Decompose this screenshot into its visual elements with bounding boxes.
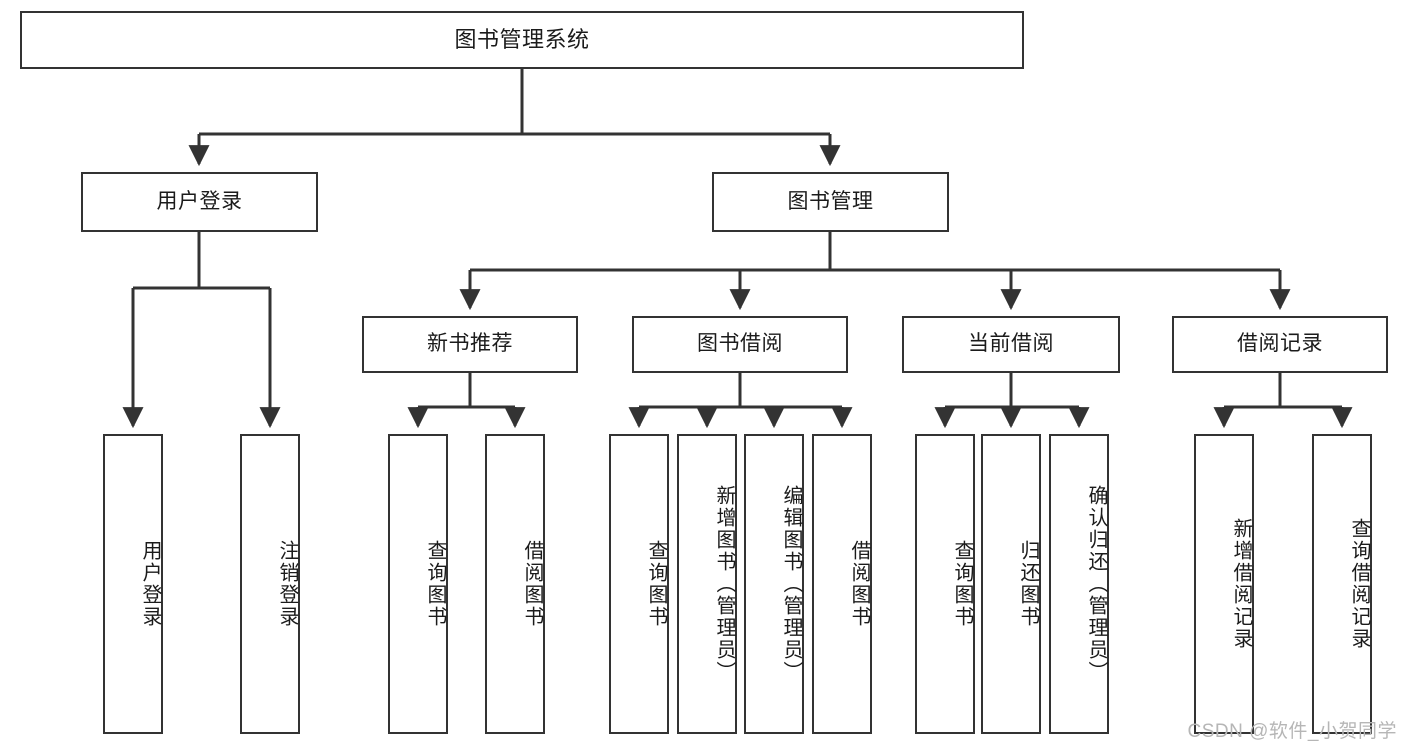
- node-leaf-user-login[interactable]: 用户登录: [103, 434, 163, 734]
- node-leaf-add-book[interactable]: 新增图书（管理员）: [677, 434, 737, 734]
- node-label: 新书推荐: [427, 332, 513, 356]
- node-current-borrow[interactable]: 当前借阅: [902, 316, 1120, 373]
- node-label: 用户登录: [156, 189, 243, 213]
- node-book-borrow[interactable]: 图书借阅: [632, 316, 848, 373]
- node-leaf-query-book-borrow[interactable]: 查询图书: [609, 434, 669, 734]
- node-label: 查询借阅记录: [1348, 518, 1370, 650]
- node-label: 图书管理: [787, 189, 874, 213]
- node-leaf-borrow-book[interactable]: 借阅图书: [812, 434, 872, 734]
- csdn-watermark: CSDN @软件_小贺同学: [1187, 721, 1397, 742]
- node-leaf-confirm-return[interactable]: 确认归还（管理员）: [1049, 434, 1109, 734]
- node-label: 注销登录: [276, 540, 298, 628]
- node-leaf-edit-book[interactable]: 编辑图书（管理员）: [744, 434, 804, 734]
- node-leaf-add-borrow-record[interactable]: 新增借阅记录: [1194, 434, 1254, 734]
- node-leaf-logout-login[interactable]: 注销登录: [240, 434, 300, 734]
- node-book-manage[interactable]: 图书管理: [712, 172, 949, 232]
- node-label: 新增图书（管理员）: [713, 485, 735, 683]
- node-label: 借阅记录: [1237, 332, 1323, 356]
- node-label: 借阅图书: [848, 540, 870, 628]
- node-leaf-return-book[interactable]: 归还图书: [981, 434, 1041, 734]
- node-label: 查询图书: [645, 540, 667, 628]
- node-user-login[interactable]: 用户登录: [81, 172, 318, 232]
- node-leaf-query-borrow-record[interactable]: 查询借阅记录: [1312, 434, 1372, 734]
- node-label: 当前借阅: [968, 332, 1054, 356]
- node-label: 用户登录: [139, 540, 161, 628]
- node-book-management-system[interactable]: 图书管理系统: [20, 11, 1024, 69]
- node-label: 图书管理系统: [454, 27, 590, 53]
- node-leaf-query-book-recommend[interactable]: 查询图书: [388, 434, 448, 734]
- node-label: 编辑图书（管理员）: [780, 485, 802, 683]
- node-label: 查询图书: [424, 540, 446, 628]
- node-label: 查询图书: [951, 540, 973, 628]
- node-label: 归还图书: [1017, 540, 1039, 628]
- node-new-book-recommend[interactable]: 新书推荐: [362, 316, 578, 373]
- node-leaf-query-book-current[interactable]: 查询图书: [915, 434, 975, 734]
- node-borrow-record[interactable]: 借阅记录: [1172, 316, 1388, 373]
- node-label: 新增借阅记录: [1230, 518, 1252, 650]
- node-label: 图书借阅: [697, 332, 783, 356]
- node-leaf-borrow-book-recommend[interactable]: 借阅图书: [485, 434, 545, 734]
- node-label: 确认归还（管理员）: [1085, 485, 1107, 683]
- node-label: 借阅图书: [521, 540, 543, 628]
